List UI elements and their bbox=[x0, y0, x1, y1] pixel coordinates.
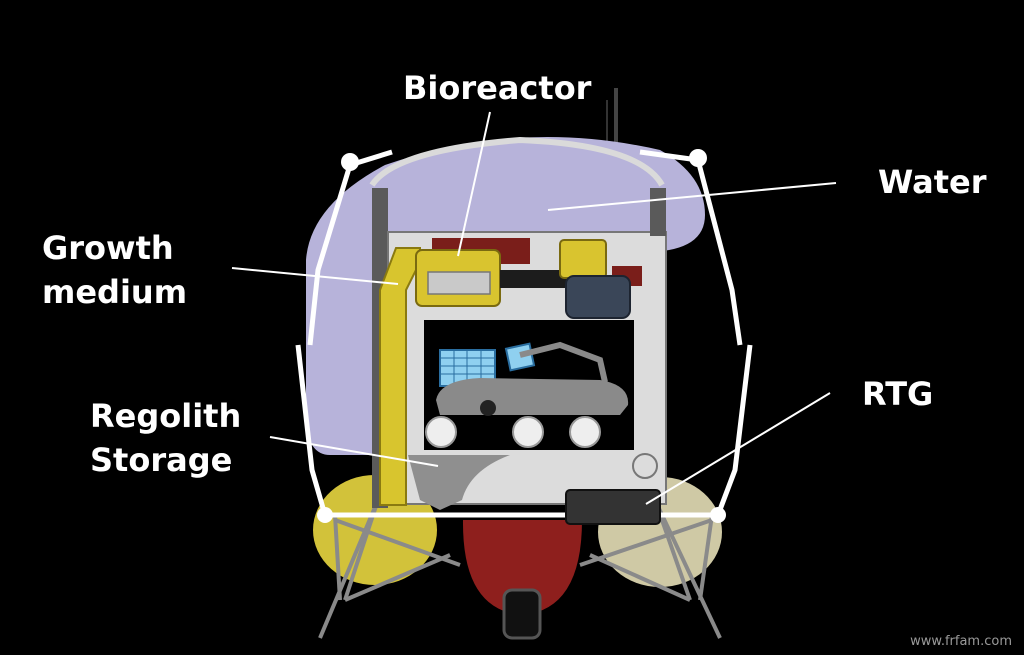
label-growth-medium-line1: Growth bbox=[42, 229, 174, 267]
label-growth-medium: Growth medium bbox=[42, 226, 187, 314]
pipe-elbow bbox=[632, 453, 658, 479]
bioreactor-unit bbox=[415, 239, 631, 319]
label-bioreactor: Bioreactor bbox=[403, 69, 592, 107]
rtg-unit bbox=[565, 489, 661, 525]
hinge-bottom-left bbox=[317, 507, 333, 523]
bottom-tank bbox=[462, 520, 582, 640]
hinge-top-right bbox=[689, 149, 707, 167]
label-regolith-storage: Regolith Storage bbox=[90, 394, 241, 482]
hinge-bottom-right bbox=[710, 507, 726, 523]
leader-lines bbox=[231, 111, 837, 505]
rover bbox=[425, 341, 629, 448]
label-regolith-line2: Storage bbox=[90, 441, 233, 479]
outer-frame bbox=[295, 149, 753, 518]
label-growth-medium-line2: medium bbox=[42, 273, 188, 311]
regolith-storage bbox=[408, 455, 510, 510]
label-water: Water bbox=[878, 163, 987, 201]
hinge-top-left bbox=[341, 153, 359, 171]
label-regolith-line1: Regolith bbox=[90, 397, 242, 435]
landing-legs bbox=[318, 499, 722, 639]
antenna bbox=[606, 88, 618, 145]
label-rtg: RTG bbox=[862, 375, 934, 413]
dome bbox=[369, 136, 665, 187]
watermark: www.frfam.com bbox=[910, 634, 1012, 649]
